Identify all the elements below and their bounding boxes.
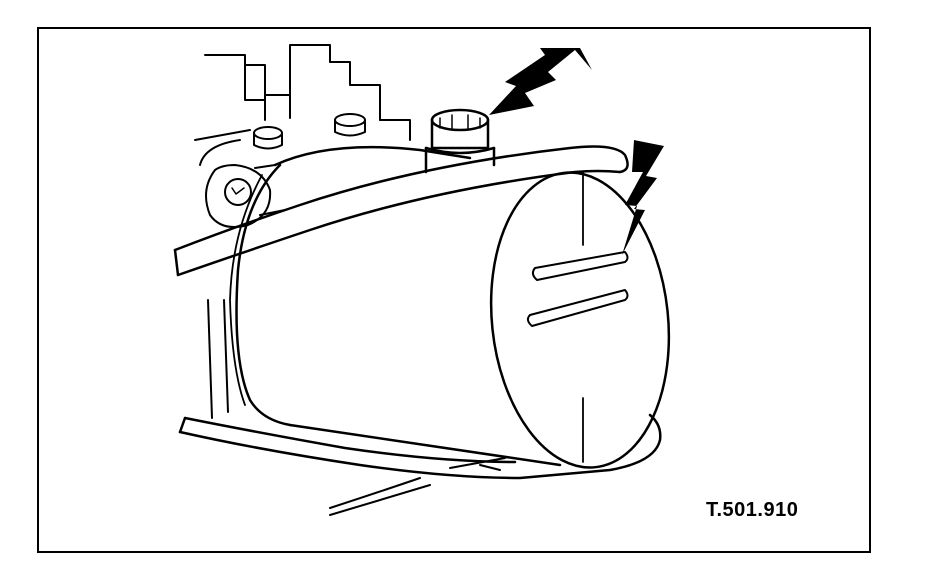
mounting-bracket xyxy=(199,139,286,228)
arrow-pointer-cap xyxy=(489,48,592,115)
retaining-strap-upper xyxy=(173,145,629,277)
base-bracket xyxy=(329,457,506,516)
filler-cap xyxy=(424,108,496,174)
retaining-strap-lower xyxy=(178,299,662,480)
engine-block-outline xyxy=(194,44,411,141)
mounting-bolts xyxy=(253,113,366,150)
reservoir-body xyxy=(229,145,671,469)
arrow-pointer-level xyxy=(622,140,664,255)
figure-frame xyxy=(37,27,871,553)
figure-reference-code: T.501.910 xyxy=(706,499,799,521)
